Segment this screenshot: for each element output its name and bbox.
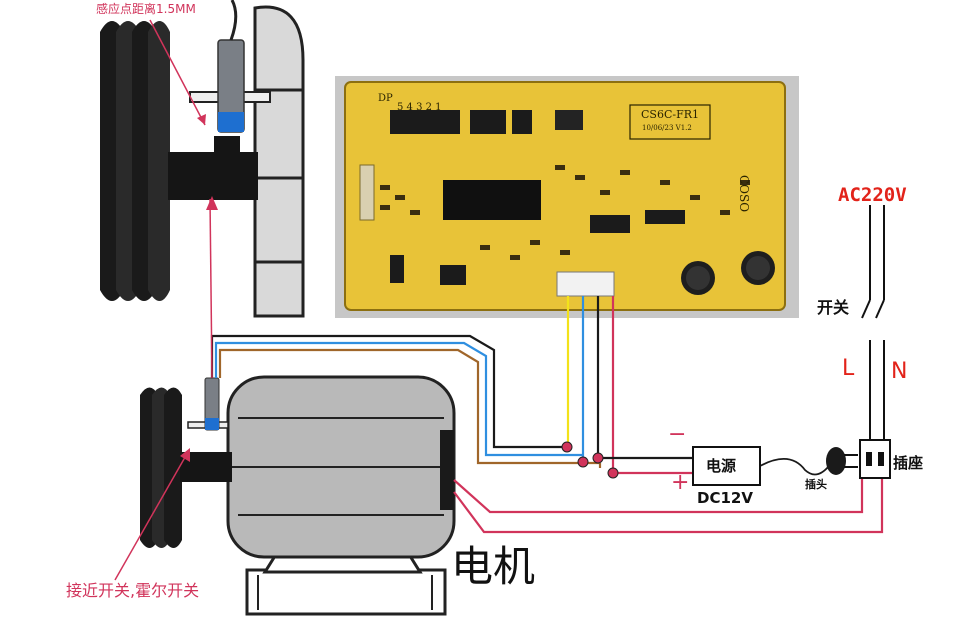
wire-connector [556,271,615,297]
inset-pulley-view [0,0,305,318]
motor-base [245,568,447,616]
wire-motor-2 [453,478,884,534]
pointers [114,196,218,581]
label-live: L [842,356,855,381]
mains-switch [861,299,894,340]
label-negative: − [668,422,687,447]
board-digit-labels: 5 4 3 2 1 [397,102,442,113]
board-model-text: CS6C-FR1 [641,108,699,121]
board-date-text: 10/06/23 V1.2 [642,124,692,132]
power-supply-box [692,446,761,486]
board-dp-text: DP [378,93,393,104]
main-ic [443,180,541,220]
plug [826,447,858,475]
label-ac-voltage: AC220V [838,184,907,206]
socket-box [859,439,891,479]
label-neutral: N [891,359,908,384]
wire-sensor-blue [214,341,583,457]
shaft [168,152,258,200]
junctions [561,441,619,479]
pulley-sheave-4 [148,21,170,301]
wire-motor-1 [453,478,864,514]
label-socket: 插座 [893,454,924,472]
label-sensor-distance: 感应点距离1.5MM [96,2,196,16]
motor-pulley-3 [164,387,182,548]
label-positive: + [671,470,690,495]
wire-sensor-brown [218,348,600,465]
label-dc-output: DC12V [697,489,753,507]
label-plug: 插头 [805,478,827,491]
motor [140,375,456,616]
wire-plug-cord [759,458,833,476]
label-power-supply: 电源 [706,457,737,475]
label-switch: 开关 [817,298,850,317]
board-brand-text: COSO [737,175,751,213]
label-proximity-switch: 接近开关,霍尔开关 [66,581,200,600]
pcb-board [335,76,799,318]
label-motor: 电机 [451,542,536,591]
